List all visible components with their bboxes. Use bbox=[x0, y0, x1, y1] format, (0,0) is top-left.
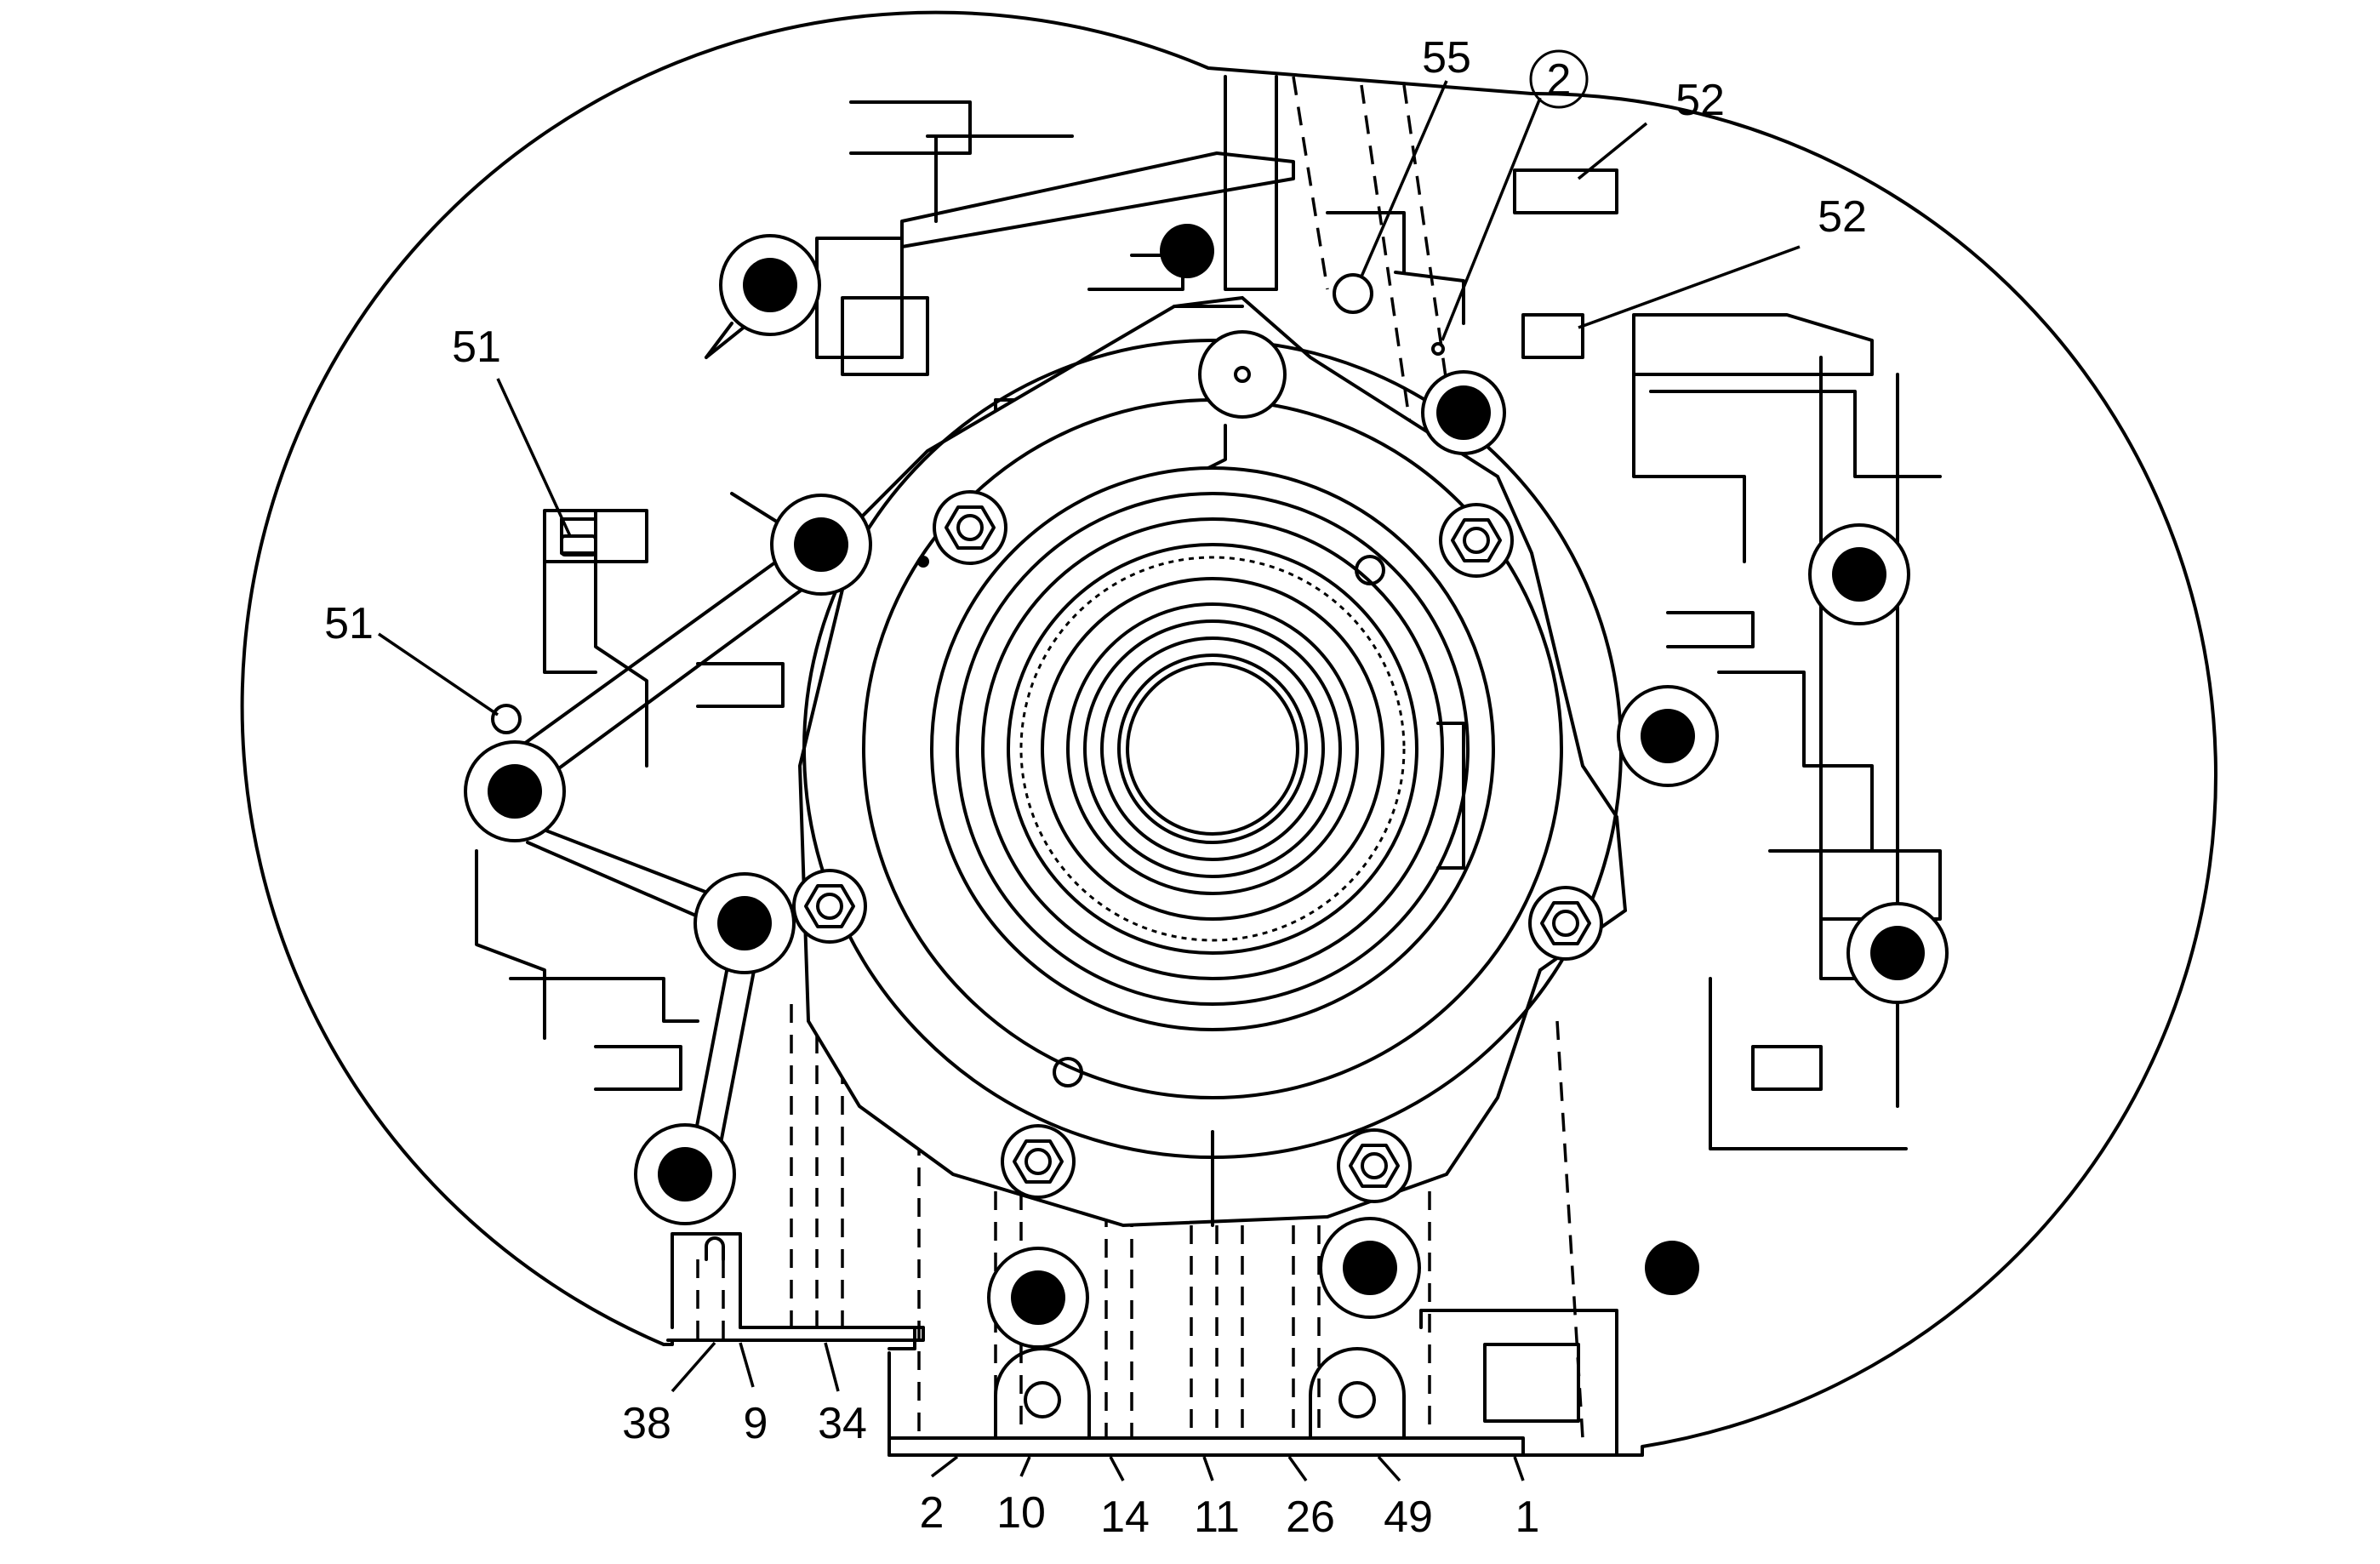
circled-callout-ring bbox=[1529, 49, 1589, 109]
hole-2 bbox=[1431, 342, 1445, 356]
callout-9: 9 bbox=[744, 1399, 768, 1448]
callout-11: 11 bbox=[1194, 1493, 1240, 1542]
internal-passages bbox=[475, 75, 1942, 1150]
hex-bolt bbox=[1528, 886, 1603, 961]
hole-51b bbox=[491, 704, 522, 734]
callout-52-upper: 52 bbox=[1675, 76, 1725, 125]
callout-26: 26 bbox=[1286, 1493, 1335, 1542]
feature-marks bbox=[491, 273, 1445, 734]
top-pin bbox=[1198, 330, 1287, 419]
callout-10: 10 bbox=[996, 1488, 1046, 1538]
hole-55 bbox=[1333, 273, 1373, 314]
callout-labels: 55 2 52 52 51 51 38 9 34 2 10 14 11 26 4… bbox=[324, 33, 1867, 1542]
small-hole bbox=[917, 556, 929, 568]
callout-2-circled: 2 bbox=[1547, 55, 1572, 105]
callout-51-upper: 51 bbox=[452, 323, 501, 372]
leader-lines bbox=[378, 80, 1801, 1482]
callout-38: 38 bbox=[622, 1399, 671, 1448]
callout-14: 14 bbox=[1100, 1493, 1150, 1542]
small-hole bbox=[1053, 1057, 1083, 1087]
bottom-loops bbox=[705, 1236, 1406, 1440]
callout-55: 55 bbox=[1422, 33, 1471, 83]
callout-34: 34 bbox=[818, 1399, 867, 1448]
hex-bolt bbox=[792, 869, 867, 944]
small-hole bbox=[1355, 555, 1385, 585]
callout-51-lower: 51 bbox=[324, 599, 374, 648]
callout-49: 49 bbox=[1384, 1493, 1433, 1542]
callout-1: 1 bbox=[1515, 1493, 1540, 1542]
pump-cover bbox=[797, 295, 1628, 1228]
housing-outline bbox=[240, 10, 2217, 1457]
hex-bolt bbox=[1337, 1128, 1412, 1203]
black-bolts bbox=[464, 224, 1949, 1349]
hex-bolt bbox=[1439, 503, 1514, 578]
slot-51a bbox=[560, 534, 597, 557]
hex-bolt bbox=[1001, 1124, 1076, 1199]
callout-52-lower: 52 bbox=[1818, 192, 1867, 242]
hex-bolt bbox=[933, 490, 1007, 565]
callout-2-bottom: 2 bbox=[920, 1488, 945, 1538]
hex-bolts bbox=[792, 330, 1603, 1203]
